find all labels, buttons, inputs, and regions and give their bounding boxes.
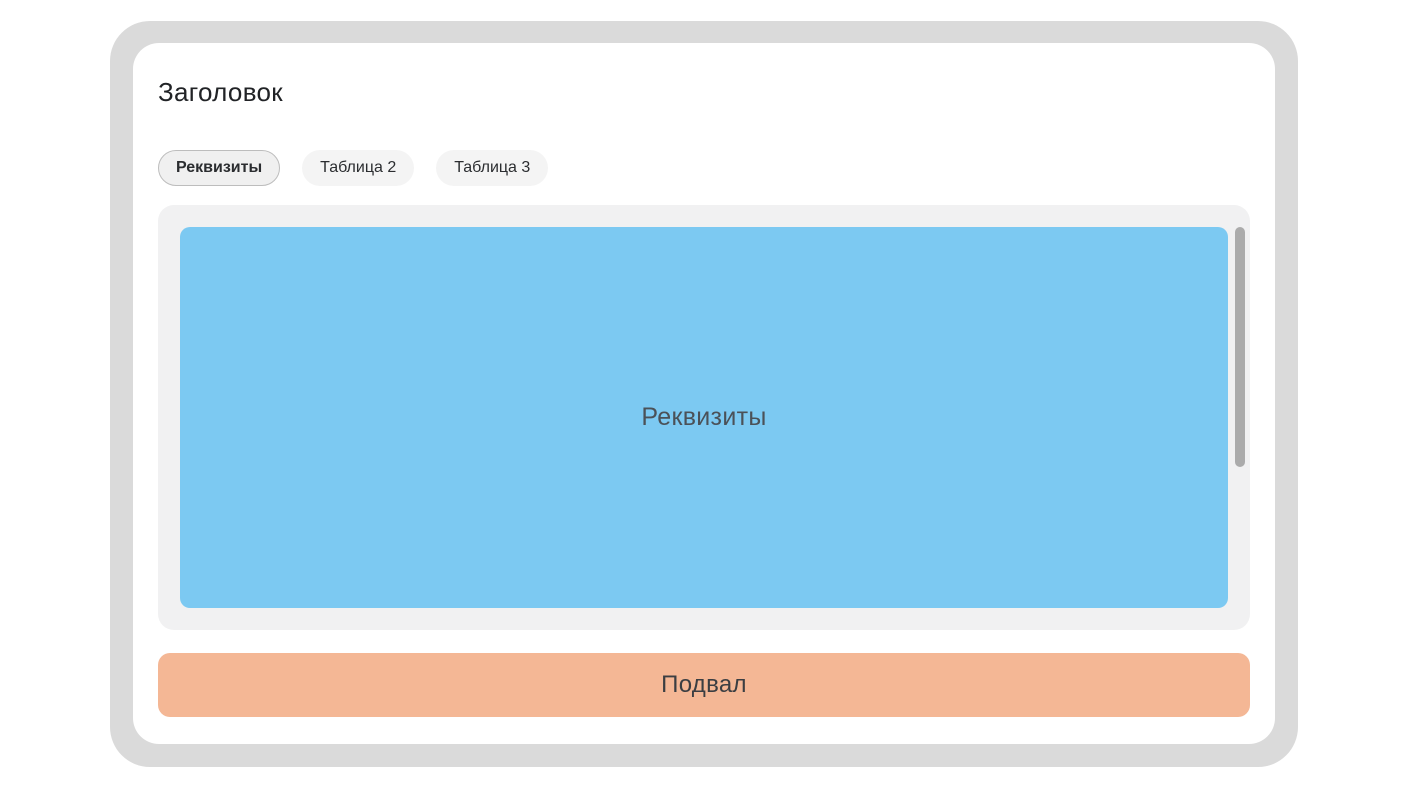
footer-label: Подвал [661, 671, 747, 698]
content-placeholder: Реквизиты [180, 227, 1228, 608]
footer-bar: Подвал [158, 653, 1250, 717]
vertical-scrollbar-thumb[interactable] [1235, 227, 1245, 467]
tab-bar: Реквизиты Таблица 2 Таблица 3 [158, 150, 1250, 186]
page-title: Заголовок [158, 77, 283, 107]
content-panel: Реквизиты [158, 205, 1250, 630]
app-card: Заголовок Реквизиты Таблица 2 Таблица 3 … [133, 43, 1275, 744]
tab-tablica-3[interactable]: Таблица 3 [436, 150, 549, 186]
content-placeholder-label: Реквизиты [641, 403, 767, 431]
device-frame: Заголовок Реквизиты Таблица 2 Таблица 3 … [110, 21, 1298, 767]
tab-tablica-2[interactable]: Таблица 2 [302, 150, 415, 186]
tab-rekvizity[interactable]: Реквизиты [158, 150, 281, 186]
